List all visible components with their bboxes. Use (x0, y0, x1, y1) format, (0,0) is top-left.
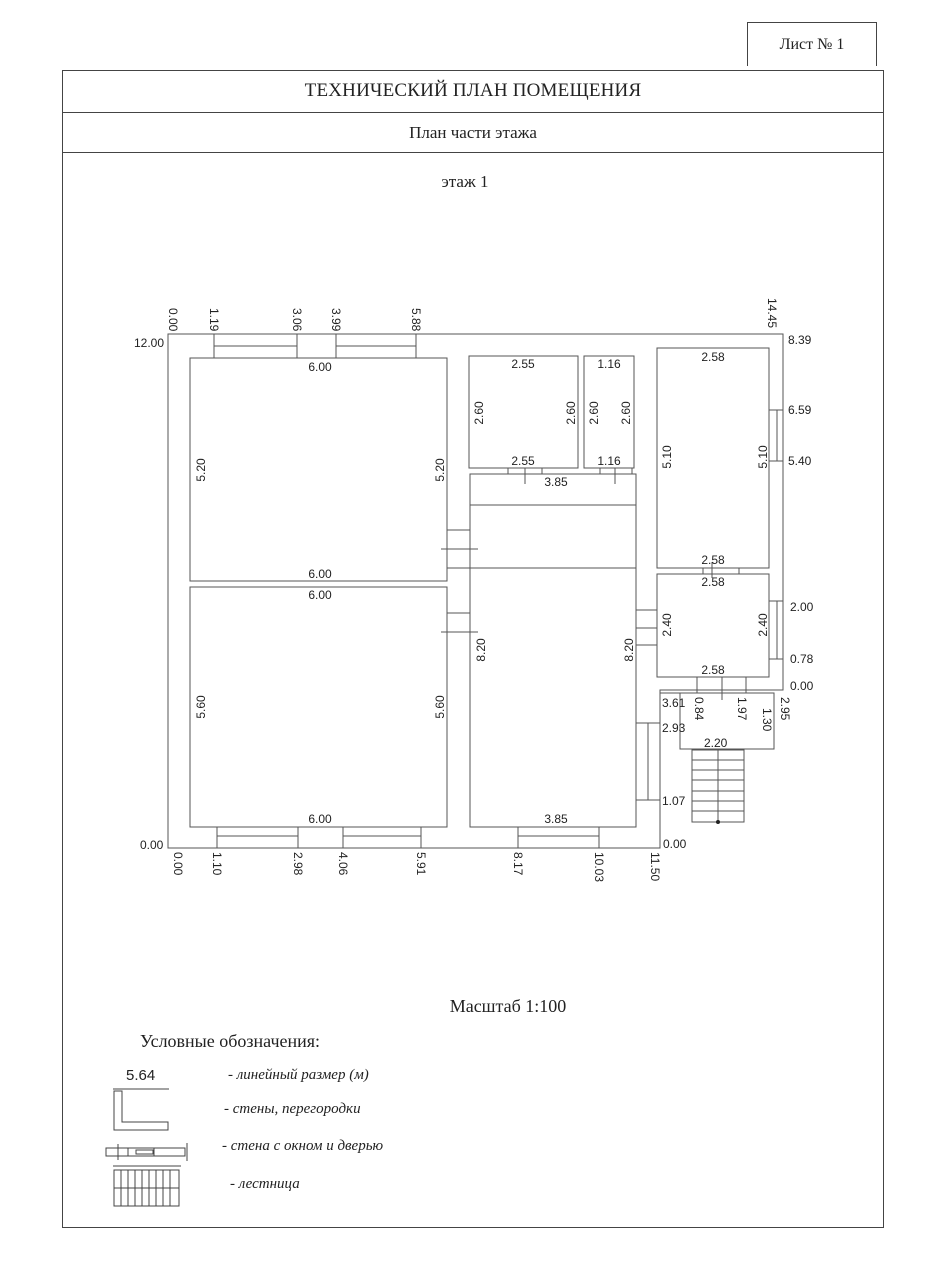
sheet-number: Лист № 1 (747, 22, 877, 66)
dimension-label: 5.20 (433, 458, 447, 482)
room-6-dims: 2.58 5.10 5.10 2.58 (660, 350, 770, 567)
axis-label: 3.61 (662, 696, 686, 710)
outer-wall (167, 333, 784, 849)
axis-label: 10.03 (592, 852, 606, 882)
dimension-label: 2.60 (472, 401, 486, 425)
dimension-label: 2.58 (701, 663, 725, 677)
window-marks (213, 334, 783, 848)
axis-label: 0.00 (790, 679, 814, 693)
dimension-label: 2.55 (511, 454, 535, 468)
porch-axis-labels: 3.61 2.93 1.07 0.00 0.84 1.97 2.95 1.30 … (662, 696, 792, 851)
legend-sample-dimension: 5.64 (126, 1067, 155, 1084)
room-7-dims: 2.58 2.40 2.40 2.58 (660, 575, 770, 677)
right-axis-labels: 8.39 6.59 5.40 2.00 0.78 0.00 (788, 333, 814, 693)
dimension-label: 6.00 (308, 588, 332, 602)
dimension-label: 2.60 (587, 401, 601, 425)
top-axis-labels: 0.00 1.19 3.06 3.99 5.88 14.45 (166, 298, 779, 332)
axis-label: 1.07 (662, 794, 686, 808)
room-4-dims: 2.55 2.60 2.60 2.55 (472, 357, 578, 468)
floor-label: этаж 1 (441, 172, 489, 191)
axis-label: 5.91 (414, 852, 428, 876)
window-door-symbol-icon (105, 1143, 188, 1161)
dimension-label: 1.16 (597, 357, 621, 371)
dimension-label: 2.58 (701, 553, 725, 567)
axis-label: 5.40 (788, 454, 812, 468)
axis-label: 1.19 (207, 308, 221, 332)
legend-item-window-door: - стена с окном и дверью (222, 1138, 384, 1154)
dimension-label: 5.20 (194, 458, 208, 482)
axis-label: 2.93 (662, 721, 686, 735)
room-5-dims: 1.16 2.60 2.60 1.16 (587, 357, 633, 468)
dimension-label: 5.10 (756, 445, 770, 469)
dimension-label: 2.55 (511, 357, 535, 371)
axis-label: 3.06 (290, 308, 304, 332)
room-2-dims: 6.00 5.60 5.60 6.00 (194, 588, 447, 826)
bottom-axis-labels: 0.00 1.10 2.98 4.06 5.91 8.17 10.03 11.5… (171, 852, 662, 882)
dimension-label: 1.16 (597, 454, 621, 468)
room-4 (468, 355, 579, 469)
dimension-label: 8.20 (474, 638, 488, 662)
dimension-label: 3.85 (544, 812, 568, 826)
scale-label: Масштаб 1:100 (449, 996, 567, 1016)
dimension-label: 2.60 (564, 401, 578, 425)
axis-label: 6.59 (788, 403, 812, 417)
axis-label: 5.88 (409, 308, 423, 332)
dimension-label: 8.20 (622, 638, 636, 662)
wall-symbol-icon (113, 1090, 169, 1131)
dimension-label: 6.00 (308, 812, 332, 826)
dimension-label: 3.85 (544, 475, 568, 489)
dimension-label: 2.58 (701, 350, 725, 364)
dimension-label: 1.97 (735, 697, 749, 721)
axis-label: 1.10 (210, 852, 224, 876)
dimension-label: 2.20 (704, 736, 728, 750)
room-3-dims: 3.85 8.20 8.20 3.85 (474, 475, 636, 826)
axis-label: 2.98 (291, 852, 305, 876)
dimension-label: 2.95 (778, 697, 792, 721)
axis-label: 0.00 (140, 838, 164, 852)
dimension-label: 5.10 (660, 445, 674, 469)
stair-steps (692, 750, 744, 822)
axis-label: 12.00 (134, 336, 164, 350)
dimension-label: 5.60 (194, 695, 208, 719)
room-7 (656, 573, 770, 678)
room-6 (656, 347, 770, 569)
dimension-label: 6.00 (308, 567, 332, 581)
axis-label: 0.00 (171, 852, 185, 876)
dimension-label: 2.40 (756, 613, 770, 637)
axis-label: 3.99 (329, 308, 343, 332)
legend-title: Условные обозначения: (140, 1031, 321, 1051)
dimension-label: 2.58 (701, 575, 725, 589)
stair-symbol-icon (113, 1169, 180, 1207)
axis-label: 11.50 (648, 852, 662, 881)
axis-label: 14.45 (765, 298, 779, 328)
legend-item-dimension: - линейный размер (м) (228, 1067, 369, 1083)
dimension-label: 1.30 (760, 708, 774, 732)
axis-label: 0.00 (166, 308, 180, 332)
dimension-label: 2.40 (660, 613, 674, 637)
axis-label: 0.00 (663, 837, 687, 851)
legend-item-stairs: - лестница (230, 1176, 300, 1192)
dimension-label: 5.60 (433, 695, 447, 719)
dimension-label: 6.00 (308, 360, 332, 374)
room-2 (189, 586, 448, 828)
dimension-label: 0.84 (692, 697, 706, 721)
document-frame (62, 70, 884, 1228)
stair-marker (716, 820, 720, 824)
axis-label: 2.00 (790, 600, 814, 614)
axis-label: 8.39 (788, 333, 812, 347)
porch (660, 692, 775, 750)
document-title: ТЕХНИЧЕСКИЙ ПЛАН ПОМЕЩЕНИЯ (62, 70, 884, 113)
room-5 (583, 355, 635, 469)
room-1-dims: 6.00 5.20 5.20 6.00 (194, 360, 447, 581)
legend-symbols: 5.64 (105, 1067, 188, 1207)
axis-label: 8.17 (511, 852, 525, 876)
room-1 (189, 357, 448, 582)
dimension-label: 2.60 (619, 401, 633, 425)
document-subtitle: План части этажа (62, 113, 884, 153)
room-3 (469, 473, 637, 828)
legend-item-walls: - стены, перегородки (224, 1101, 361, 1117)
axis-label: 4.06 (336, 852, 350, 876)
axis-label: 0.78 (790, 652, 814, 666)
